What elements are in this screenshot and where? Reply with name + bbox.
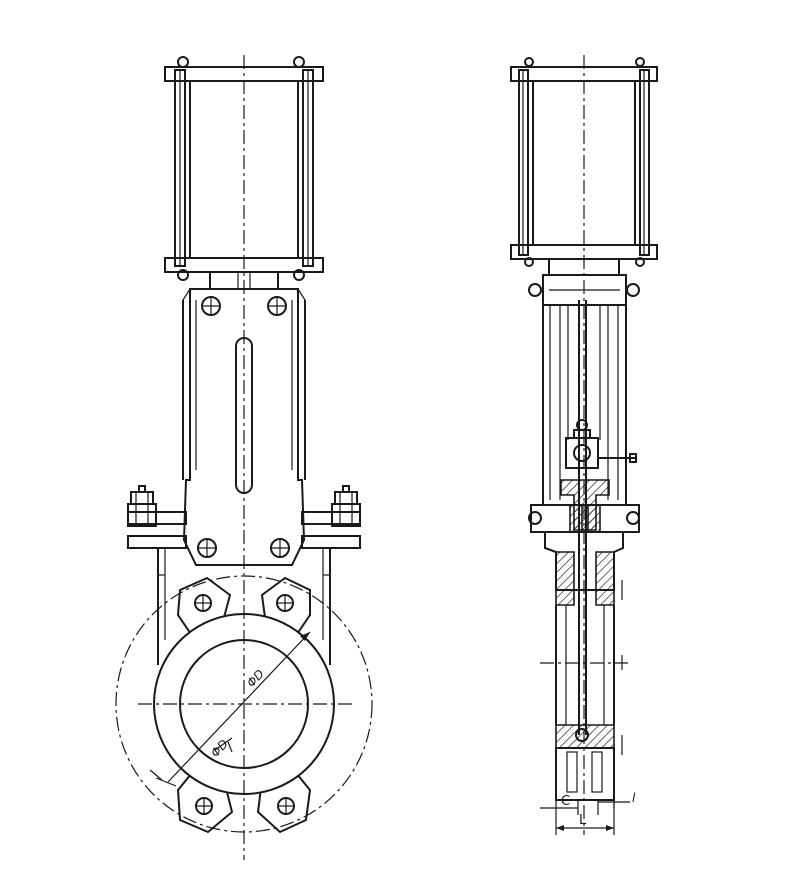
side-valve-body (544, 531, 624, 801)
front-diameter-leaders (149, 631, 311, 787)
side-view: C L l (510, 55, 658, 835)
front-tie-rod-nuts (177, 56, 305, 281)
side-stem-clevis (565, 419, 637, 469)
side-dimensions (540, 580, 630, 835)
label-dim-c: C (561, 794, 570, 809)
side-tie-rod-nuts (524, 57, 645, 267)
front-yoke-bolts (197, 296, 290, 558)
label-dim-l: L (579, 813, 587, 828)
side-centerlines (540, 55, 628, 835)
front-centerlines (138, 55, 352, 860)
front-view: ΦD ΦD (115, 55, 373, 860)
side-bracket (542, 305, 627, 505)
label-dim-l-small: l (632, 791, 636, 805)
front-valve-body (157, 548, 331, 665)
